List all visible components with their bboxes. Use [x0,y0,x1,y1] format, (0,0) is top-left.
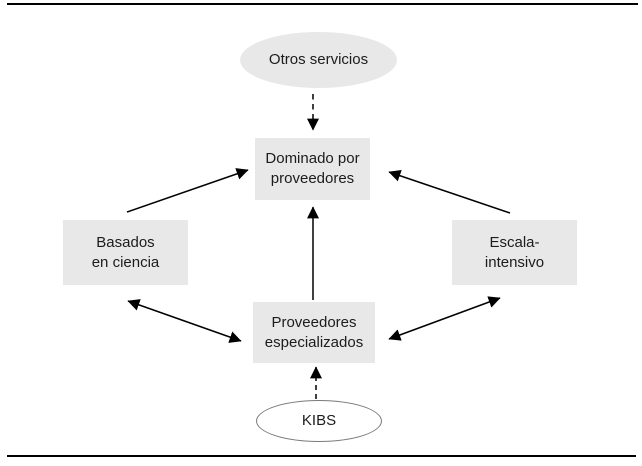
node-kibs: KIBS [256,400,382,442]
node-escala-label: Escala- intensivo [484,233,545,271]
node-proveedores-label: Proveedores especializados [264,313,364,351]
node-proveedores-especializados: Proveedores especializados [253,302,375,363]
edge-escala-to-dominado [388,169,511,214]
node-basados-label: Basados en ciencia [91,233,160,271]
node-escala-intensivo: Escala- intensivo [452,220,577,285]
top-rule [7,3,638,5]
node-kibs-label: KIBS [301,412,337,429]
node-otros-servicios-label: Otros servicios [268,51,369,68]
node-otros-servicios: Otros servicios [240,32,397,88]
node-dominado-label: Dominado por proveedores [265,150,360,187]
edge-basados-proveedores [127,299,242,343]
node-basados-en-ciencia: Basados en ciencia [63,220,188,285]
edge-proveedores-escala [388,296,501,341]
bottom-rule [7,455,636,457]
edge-basados-to-dominado [126,168,249,213]
node-dominado-por-proveedores: Dominado por proveedores [255,138,370,200]
